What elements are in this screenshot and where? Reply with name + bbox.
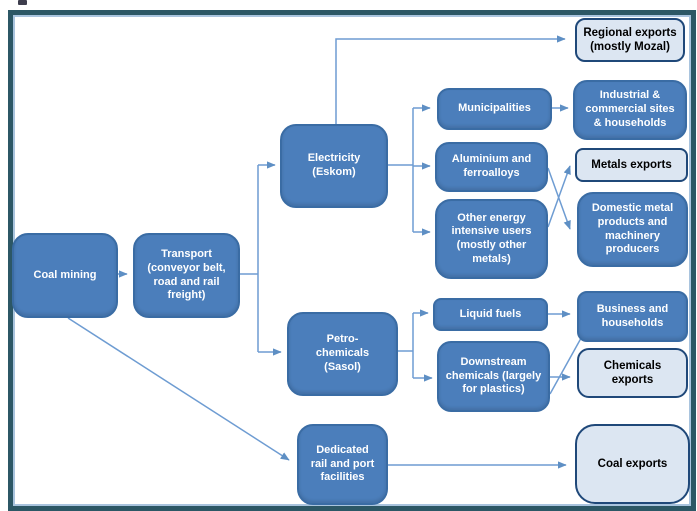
node-dedicated-rail-port: Dedicated rail and port facilities bbox=[297, 424, 388, 505]
node-chemicals-exports-label: Chemicals exports bbox=[603, 359, 662, 386]
node-other-energy-label: Other energy intensive users (mostly oth… bbox=[451, 211, 532, 265]
node-municipalities-label: Municipalities bbox=[458, 102, 531, 115]
node-metals-exports: Metals exports bbox=[575, 148, 688, 182]
node-transport: Transport (conveyor belt, road and rail … bbox=[133, 233, 240, 318]
node-municipalities: Municipalities bbox=[437, 88, 552, 130]
node-other-energy-users: Other energy intensive users (mostly oth… bbox=[435, 199, 548, 279]
node-petro-chemicals-label: Petro-chemicals (Sasol) bbox=[315, 333, 370, 373]
node-business-households: Business and households bbox=[577, 291, 688, 342]
node-domestic-metal-label: Domestic metal products and machinery pr… bbox=[591, 202, 674, 256]
node-coal-mining-label: Coal mining bbox=[33, 268, 97, 281]
node-electricity-eskom: Electricity (Eskom) bbox=[280, 124, 388, 208]
node-industrial-label: Industrial & commercial sites & househol… bbox=[585, 89, 675, 129]
node-metals-exports-label: Metals exports bbox=[591, 158, 672, 171]
node-electricity-label: Electricity (Eskom) bbox=[307, 152, 361, 178]
node-transport-label: Transport (conveyor belt, road and rail … bbox=[147, 248, 226, 302]
node-coal-mining: Coal mining bbox=[12, 233, 118, 318]
node-regional-exports-label: Regional exports (mostly Mozal) bbox=[583, 26, 677, 53]
node-liquid-fuels-label: Liquid fuels bbox=[459, 307, 522, 320]
node-industrial-commercial: Industrial & commercial sites & househol… bbox=[573, 80, 687, 140]
node-downstream-chemicals: Downstream chemicals (largely for plasti… bbox=[437, 341, 550, 412]
node-liquid-fuels: Liquid fuels bbox=[433, 298, 548, 331]
node-dedicated-rail-label: Dedicated rail and port facilities bbox=[310, 443, 375, 484]
node-aluminium-label: Aluminium and ferroalloys bbox=[451, 153, 532, 179]
node-coal-exports-label: Coal exports bbox=[597, 457, 668, 470]
node-regional-exports: Regional exports (mostly Mozal) bbox=[575, 18, 685, 62]
node-coal-exports: Coal exports bbox=[575, 424, 690, 504]
cropped-caption-mark bbox=[18, 0, 27, 5]
node-petro-chemicals-sasol: Petro-chemicals (Sasol) bbox=[287, 312, 398, 396]
node-domestic-metal-products: Domestic metal products and machinery pr… bbox=[577, 192, 688, 267]
node-downstream-chemicals-label: Downstream chemicals (largely for plasti… bbox=[445, 355, 542, 396]
node-chemicals-exports: Chemicals exports bbox=[577, 348, 688, 398]
node-aluminium-ferroalloys: Aluminium and ferroalloys bbox=[435, 142, 548, 192]
node-business-households-label: Business and households bbox=[596, 302, 669, 329]
